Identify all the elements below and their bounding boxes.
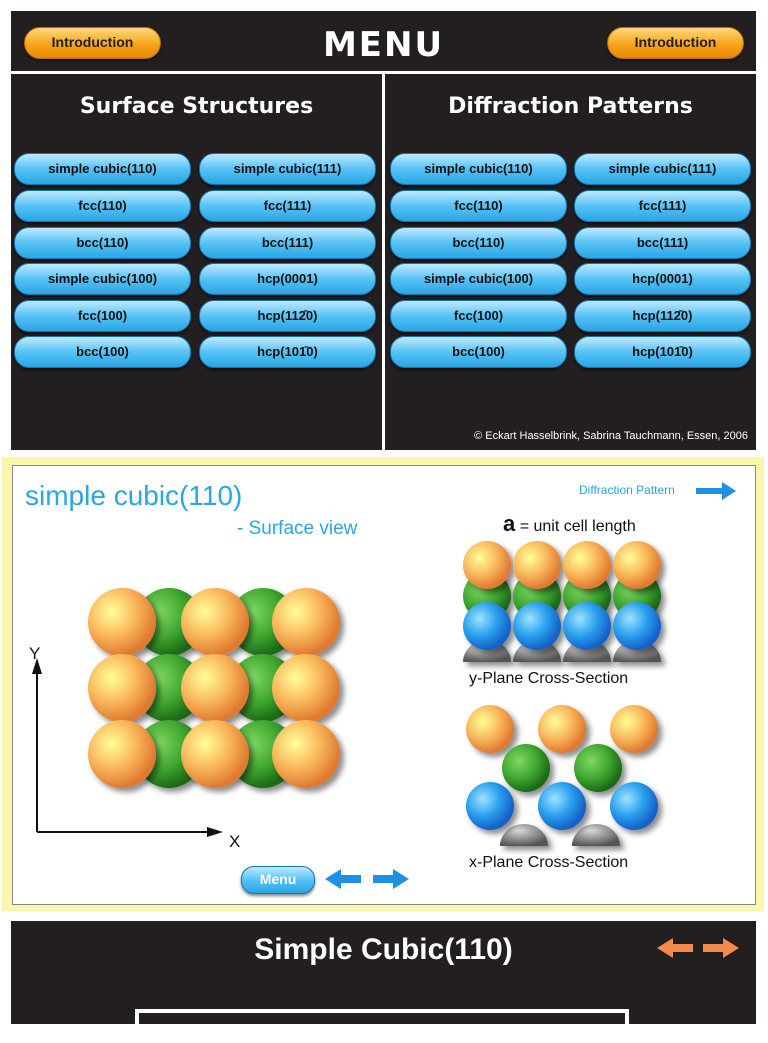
surface-link-simple-cubic-100[interactable]: simple cubic(100) (14, 263, 191, 295)
diffraction-link-bcc-111[interactable]: bcc(111) (574, 227, 751, 259)
diffraction-link-simple-cubic-100[interactable]: simple cubic(100) (390, 263, 567, 295)
column-title: Diffraction Patterns (448, 94, 693, 119)
surface-orange-atoms (88, 588, 340, 788)
surface-link-hcp-1120[interactable]: hcp(112̄0) (199, 300, 376, 332)
introduction-button-left[interactable]: Introduction (24, 27, 161, 59)
arrow-right-icon[interactable] (703, 938, 739, 958)
surface-link-simple-cubic-110[interactable]: simple cubic(110) (14, 153, 191, 185)
surface-link-hcp-0001[interactable]: hcp(0001) (199, 263, 376, 295)
surface-link-bcc-110[interactable]: bcc(110) (14, 227, 191, 259)
diffraction-link-bcc-100[interactable]: bcc(100) (390, 336, 567, 368)
menu-title: MENU (322, 25, 445, 65)
menu-button[interactable]: Menu (241, 866, 315, 894)
surface-link-simple-cubic-111[interactable]: simple cubic(111) (199, 153, 376, 185)
surface-link-bcc-111[interactable]: bcc(111) (199, 227, 376, 259)
diffraction-link-simple-cubic-110[interactable]: simple cubic(110) (390, 153, 567, 185)
diffraction-link-simple-cubic-111[interactable]: simple cubic(111) (574, 153, 751, 185)
diffraction-link-bcc-110[interactable]: bcc(110) (390, 227, 567, 259)
diffraction-pattern-link[interactable]: Diffraction Pattern (579, 483, 675, 497)
atom-illustrations (32, 541, 661, 846)
surface-title: simple cubic(110) (25, 480, 243, 511)
yplane-blue-atoms (463, 602, 661, 650)
xplane-blue-atoms (466, 782, 658, 830)
yplane-label: y-Plane Cross-Section (469, 670, 629, 687)
copyright-notice: © Eckart Hasselbrink, Sabrina Tauchmann,… (474, 430, 748, 442)
bottom-panel: Simple Cubic(110) (11, 921, 756, 1043)
unit-cell-legend: a = unit cell length (503, 511, 636, 537)
diffraction-link-hcp-0001[interactable]: hcp(0001) (574, 263, 751, 295)
bottom-nav-arrows (657, 938, 739, 958)
axes (32, 658, 223, 837)
xplane-green-atoms (502, 744, 622, 792)
xplane-grey-atoms (500, 824, 620, 846)
content-frame (135, 1009, 629, 1043)
unit-text: = unit cell length (515, 518, 636, 535)
unit-symbol: a (503, 511, 516, 536)
diffraction-link-hcp-1010[interactable]: hcp(101̄0) (574, 336, 751, 368)
arrow-left-icon[interactable] (325, 869, 361, 889)
surface-link-hcp-1010[interactable]: hcp(101̄0) (199, 336, 376, 368)
axis-y-label: Y (29, 644, 41, 663)
bottom-title: Simple Cubic(110) (254, 933, 513, 966)
arrow-right-icon[interactable] (696, 481, 738, 501)
diffraction-link-fcc-111[interactable]: fcc(111) (574, 190, 751, 222)
surface-subtitle: - Surface view (237, 518, 358, 539)
surface-view-panel: simple cubic(110) - Surface view Diffrac… (12, 465, 756, 905)
yplane-orange-atoms (463, 541, 661, 589)
introduction-button-right[interactable]: Introduction (607, 27, 744, 59)
nav-arrows (325, 869, 409, 889)
surface-structures-column: Surface Structures simple cubic(110) sim… (11, 74, 382, 450)
surface-link-fcc-111[interactable]: fcc(111) (199, 190, 376, 222)
arrow-right-icon[interactable] (373, 869, 409, 889)
diffraction-patterns-column: Diffraction Patterns simple cubic(110) s… (385, 74, 756, 450)
diffraction-link-hcp-1120[interactable]: hcp(112̄0) (574, 300, 751, 332)
surface-link-fcc-100[interactable]: fcc(100) (14, 300, 191, 332)
axis-x-label: X (229, 832, 241, 851)
surface-view-frame: simple cubic(110) - Surface view Diffrac… (2, 457, 764, 911)
arrow-left-icon[interactable] (657, 938, 693, 958)
surface-link-fcc-110[interactable]: fcc(110) (14, 190, 191, 222)
column-title: Surface Structures (79, 94, 314, 119)
surface-link-bcc-100[interactable]: bcc(100) (14, 336, 191, 368)
diffraction-link-fcc-100[interactable]: fcc(100) (390, 300, 567, 332)
xplane-orange-atoms (466, 705, 658, 753)
xplane-label: x-Plane Cross-Section (469, 854, 629, 871)
diffraction-link-fcc-110[interactable]: fcc(110) (390, 190, 567, 222)
